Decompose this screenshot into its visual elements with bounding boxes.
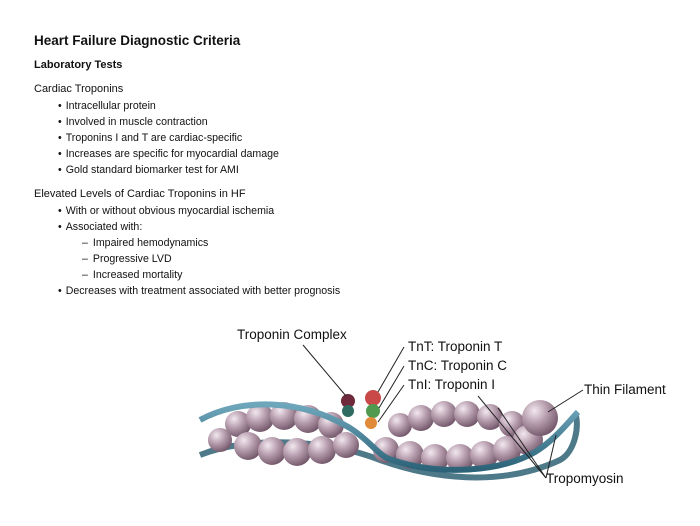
section-subtitle: Laboratory Tests [34,59,123,71]
list-item: Gold standard biomarker test for AMI [34,162,279,178]
tropomyosin-label: Tropomyosin [546,471,624,486]
thin-filament-illustration: Troponin Complex TnT: Troponin T TnC: Tr… [198,327,666,486]
cardiac-troponins-list: Intracellular protein Involved in muscle… [34,98,279,178]
page-title: Heart Failure Diagnostic Criteria [34,33,241,48]
elevated-levels-section: Elevated Levels of Cardiac Troponins in … [34,186,340,299]
elevated-levels-list: With or without obvious myocardial ische… [34,203,340,299]
troponin-c-bead [366,404,380,418]
cardiac-troponins-heading: Cardiac Troponins [34,83,124,95]
tni-label: TnI: Troponin I [408,377,495,392]
list-item: Increases are specific for myocardial da… [34,146,279,162]
troponin-t-bead [365,390,381,406]
list-item: With or without obvious myocardial ische… [34,203,340,219]
troponin-i-bead [365,417,377,429]
tnt-label: TnT: Troponin T [408,339,502,354]
thin-filament-label: Thin Filament [584,382,666,397]
troponin-complex-label: Troponin Complex [237,327,347,342]
list-item: Involved in muscle contraction [34,114,279,130]
cardiac-troponins-section: Cardiac Troponins Intracellular protein … [34,81,279,178]
list-item: Troponins I and T are cardiac-specific [34,130,279,146]
list-subitem: Progressive LVD [34,251,340,267]
label-leader-lines [302,344,584,479]
troponin-complex-right [365,390,381,429]
list-item: Associated with: [34,219,340,235]
tnc-label: TnC: Troponin C [408,358,507,373]
tropomyosin-strand-front [198,401,581,473]
list-subitem: Impaired hemodynamics [34,235,340,251]
troponin-complex-left [341,394,355,417]
list-subitem: Increased mortality [34,267,340,283]
list-item: Decreases with treatment associated with… [34,283,340,299]
elevated-levels-heading: Elevated Levels of Cardiac Troponins in … [34,188,246,200]
list-item: Intracellular protein [34,98,279,114]
